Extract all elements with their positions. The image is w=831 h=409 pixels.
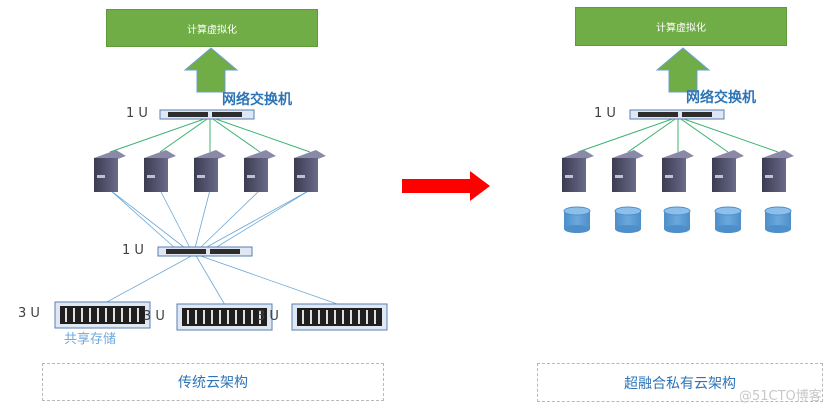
shared-storage-label: 共享存储 — [64, 332, 117, 347]
left-top-links — [109, 116, 311, 153]
server-icon — [762, 150, 794, 192]
server-icon — [612, 150, 644, 192]
left-servers — [94, 150, 326, 192]
left-mid-links — [109, 189, 311, 249]
left-storage-links — [104, 253, 341, 306]
storage-array-icon — [291, 303, 388, 331]
right-disks — [563, 206, 792, 233]
right-caption: 超融合私有云架构 — [624, 375, 736, 392]
server-icon — [94, 150, 126, 192]
disk-icon — [714, 206, 742, 233]
right-top-links — [577, 116, 779, 153]
watermark: @51CTO博客 — [739, 389, 822, 404]
storage-array-icon — [54, 301, 151, 329]
left-compute-virtualization-box: 计算虚拟化 — [106, 9, 318, 47]
right-switch-u: 1 U — [594, 106, 616, 121]
right-up-arrow — [655, 47, 711, 93]
storage-array-icon — [176, 303, 273, 331]
left-storage-u-2: 3 U — [143, 309, 165, 324]
left-storage-u-1: 3 U — [18, 306, 40, 321]
server-icon — [712, 150, 744, 192]
disk-icon — [563, 206, 591, 233]
left-mid-switch — [157, 246, 253, 257]
left-caption: 传统云架构 — [178, 375, 248, 391]
disk-icon — [614, 206, 642, 233]
right-servers — [562, 150, 794, 192]
transition-arrow — [402, 171, 490, 201]
left-switch-label: 网络交换机 — [222, 92, 292, 108]
left-top-switch — [159, 109, 255, 120]
right-compute-label: 计算虚拟化 — [656, 23, 706, 34]
left-storage-u-3: 3 U — [257, 309, 279, 324]
right-switch-label: 网络交换机 — [686, 90, 756, 106]
server-icon — [144, 150, 176, 192]
server-icon — [294, 150, 326, 192]
server-icon — [244, 150, 276, 192]
disk-icon — [764, 206, 792, 233]
server-icon — [194, 150, 226, 192]
left-storage-arrays — [54, 301, 388, 331]
server-icon — [662, 150, 694, 192]
left-top-switch-u: 1 U — [126, 106, 148, 121]
left-up-arrow — [183, 47, 239, 93]
disk-icon — [663, 206, 691, 233]
left-caption-box: 传统云架构 — [42, 363, 384, 401]
left-mid-switch-u: 1 U — [122, 243, 144, 258]
right-compute-virtualization-box: 计算虚拟化 — [575, 7, 787, 46]
right-caption-box: 超融合私有云架构 — [537, 363, 823, 402]
server-icon — [562, 150, 594, 192]
left-compute-label: 计算虚拟化 — [187, 24, 237, 36]
right-switch — [629, 109, 725, 120]
